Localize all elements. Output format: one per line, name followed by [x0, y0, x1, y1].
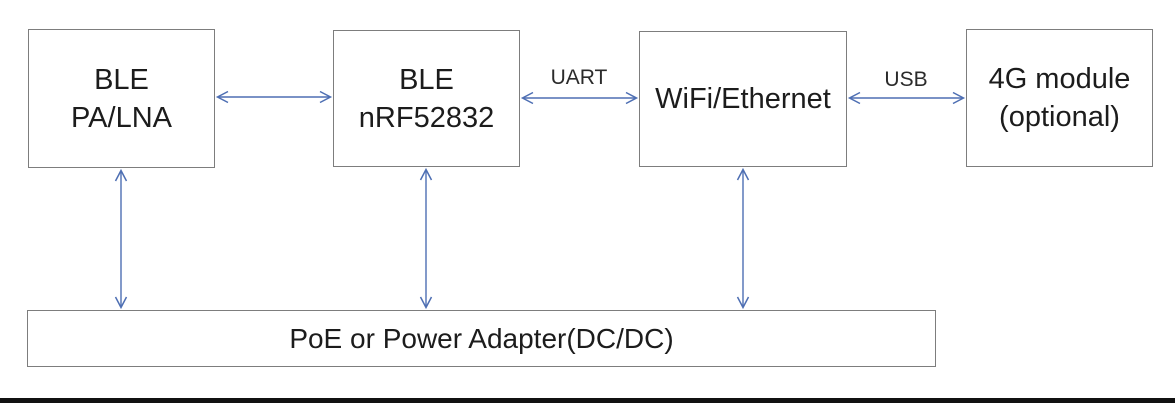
block-label: 4G module [988, 63, 1131, 95]
block-label: PA/LNA [70, 101, 172, 134]
block-power-supply: PoE or Power Adapter(DC/DC) [27, 310, 936, 367]
bottom-rule [0, 398, 1175, 403]
block-wifi-ethernet: WiFi/Ethernet [639, 31, 847, 167]
block-label: BLE [94, 63, 149, 96]
block-label: nRF52832 [358, 101, 495, 134]
block-4g-module: 4G module (optional) [966, 29, 1153, 167]
usb-connection-label: USB [884, 68, 928, 91]
block-ble-nrf52832: BLE nRF52832 [333, 30, 520, 167]
block-label: (optional) [999, 101, 1120, 133]
block-label: PoE or Power Adapter(DC/DC) [289, 322, 674, 354]
block-ble-pa-lna: BLE PA/LNA [28, 29, 215, 168]
block-label: WiFi/Ethernet [655, 83, 831, 115]
uart-connection-label: UART [550, 66, 608, 89]
block-label: BLE [399, 63, 454, 96]
